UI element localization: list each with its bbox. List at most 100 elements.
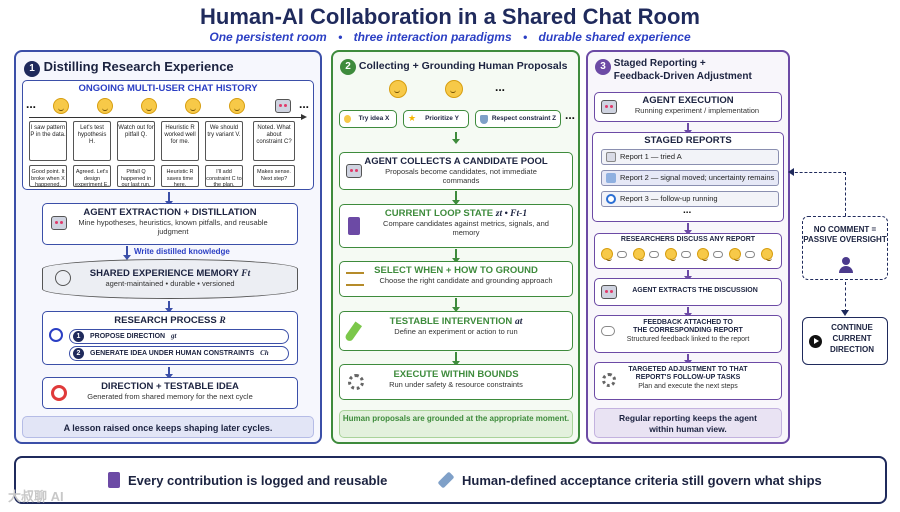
panel-3-heading-line-1: Staged Reporting + [613, 58, 706, 69]
discuss-title: RESEARCHERS DISCUSS ANY REPORT [620, 236, 756, 243]
extract-title: AGENT EXTRACTS THE DISCUSSION [632, 287, 758, 294]
chat-message: Heuristic R worked well for me. [161, 121, 199, 161]
step-propose-direction: 1 PROPOSE DIRECTION gt [69, 329, 289, 344]
chart-icon [606, 173, 616, 183]
chat-message: Noted. What about constraint C? [253, 121, 295, 161]
step-number: 1 [73, 331, 84, 342]
state-description: Compare candidates against metrics, sign… [383, 219, 549, 238]
agent-extraction-card: AGENT EXTRACTION + DISTILLATION Mine hyp… [42, 203, 298, 245]
flow-arrow [452, 191, 460, 205]
ellipsis: ... [495, 80, 506, 94]
report-item: Report 2 — signal moved; uncertainty rem… [601, 170, 779, 186]
star-icon: ★ [408, 113, 417, 123]
panel-3-header: 3 Staged Reporting + Feedback-Driven Adj… [595, 57, 752, 83]
flow-arrow [452, 298, 460, 312]
speech-bubble-icon [681, 251, 691, 258]
select-description: Choose the right candidate and grounding… [379, 276, 553, 285]
process-title-row: RESEARCH PROCESS R [43, 315, 297, 326]
continue-direction-box: CONTINUE CURRENT DIRECTION [802, 317, 888, 365]
proposal-label: Respect constraint Z [491, 115, 557, 122]
adjust-description: Plan and execute the next steps [638, 382, 738, 390]
timeline-arrowhead [301, 114, 307, 120]
report-label: Report 1 — tried A [620, 152, 682, 161]
document-icon [606, 152, 616, 162]
state-title-row: CURRENT LOOP STATE zt • Ft-1 [340, 208, 572, 219]
agent-robot-icon [601, 100, 617, 114]
step-label: GENERATE IDEA UNDER HUMAN CONSTRAINTS [90, 350, 255, 357]
feedback-loop-line [790, 172, 846, 173]
shield-icon [480, 115, 488, 124]
gear-icon [602, 373, 616, 387]
passive-oversight-box: NO COMMENT = PASSIVE OVERSIGHT [802, 216, 888, 280]
pool-title: AGENT COLLECTS A CANDIDATE POOL [364, 156, 548, 167]
chat-history-title: ONGOING MULTI-USER CHAT HISTORY [78, 83, 258, 94]
refresh-icon [606, 194, 616, 204]
adjust-title-line-2: REPORT'S FOLLOW-UP TASKS [635, 374, 741, 382]
direction-card: DIRECTION + TESTABLE IDEA Generated from… [42, 377, 298, 409]
panel-3-number: 3 [595, 59, 611, 75]
ellipsis: ... [299, 97, 310, 111]
flow-arrow [452, 352, 460, 366]
panel-2-number: 2 [340, 59, 356, 75]
execute-bounds-card: EXECUTE WITHIN BOUNDS Run under safety &… [339, 364, 573, 400]
execute-title: EXECUTE WITHIN BOUNDS [393, 369, 519, 380]
agent-execution-card: AGENT EXECUTION Running experiment / imp… [594, 92, 782, 122]
agent-robot-icon [346, 164, 362, 178]
feedback-card: FEEDBACK ATTACHED TO THE CORRESPONDING R… [594, 315, 782, 353]
proposal-label: Prioritize Y [425, 115, 459, 122]
continue-label: CONTINUE CURRENT DIRECTION [803, 323, 887, 355]
discuss-report-card: RESEARCHERS DISCUSS ANY REPORT [594, 233, 782, 269]
footer-left-text: Every contribution is logged and reusabl… [128, 473, 388, 488]
step-symbol: Ch [260, 349, 269, 357]
target-icon [51, 385, 67, 401]
intervention-title-row: TESTABLE INTERVENTION at [340, 316, 572, 327]
gear-icon [348, 374, 364, 390]
chat-message: Let's test hypothesis H. [73, 121, 111, 161]
flow-arrow [165, 192, 173, 206]
researcher-avatar-icon [97, 98, 113, 114]
proposal-respect-constraint: Respect constraint Z [475, 110, 561, 128]
researcher-avatar-icon [229, 98, 245, 114]
proposal-label: Try idea X [358, 115, 390, 122]
report-label: Report 3 — follow-up running [620, 194, 718, 203]
staged-reports-card: STAGED REPORTS Report 1 — tried A Report… [592, 132, 784, 222]
direction-description: Generated from shared memory for the nex… [87, 392, 253, 401]
pool-description: Proposals become candidates, not immedia… [385, 167, 537, 186]
testable-intervention-card: TESTABLE INTERVENTION at Define an exper… [339, 311, 573, 351]
state-title: CURRENT LOOP STATE [384, 208, 494, 219]
direction-title: DIRECTION + TESTABLE IDEA [101, 381, 239, 392]
adjust-title-line-1: TARGETED ADJUSTMENT TO THAT [628, 366, 748, 373]
flow-arrow [684, 223, 692, 235]
subtitle-part-1: One persistent room [209, 30, 327, 44]
subtitle-part-2: three interaction paradigms [353, 30, 512, 44]
subtitle-separator: • [523, 30, 528, 44]
flow-arrow [452, 249, 460, 263]
step-number: 2 [73, 348, 84, 359]
chat-history-box: ONGOING MULTI-USER CHAT HISTORY ... ... … [22, 80, 314, 190]
chat-message: Agreed. Let's design experiment E. [73, 165, 111, 188]
panel-1-heading: Distilling Research Experience [43, 59, 234, 74]
chat-message: We should try variant V. [205, 121, 243, 161]
agent-robot-icon [601, 285, 617, 299]
loop-state-card: CURRENT LOOP STATE zt • Ft-1 Compare can… [339, 204, 573, 248]
flow-arrow [165, 367, 173, 379]
panel-distilling-experience: 1 Distilling Research Experience ONGOING… [14, 50, 322, 444]
oversight-connector-line [845, 282, 846, 312]
page-subtitle: One persistent room • three interaction … [0, 30, 900, 44]
targeted-adjustment-card: TARGETED ADJUSTMENT TO THAT REPORT'S FOL… [594, 362, 782, 400]
agent-robot-icon [275, 99, 291, 113]
feedback-loop-line [845, 172, 846, 216]
brain-icon [55, 270, 71, 286]
oversight-line-1: NO COMMENT = [813, 225, 877, 234]
flow-arrow [684, 307, 692, 318]
panel-2-header: 2 Collecting + Grounding Human Proposals [340, 59, 567, 75]
researcher-avatar-icon [601, 248, 613, 261]
researcher-avatar-icon [53, 98, 69, 114]
extract-discussion-card: AGENT EXTRACTS THE DISCUSSION [594, 278, 782, 306]
subtitle-separator: • [338, 30, 343, 44]
oversight-label: NO COMMENT = PASSIVE OVERSIGHT [803, 225, 887, 246]
state-symbol: zt • Ft-1 [495, 209, 528, 219]
chat-message: Pitfall Q happened in our last run. [117, 165, 155, 188]
continue-line-1: CONTINUE [831, 323, 873, 332]
panel-2-heading: Collecting + Grounding Human Proposals [358, 60, 568, 72]
